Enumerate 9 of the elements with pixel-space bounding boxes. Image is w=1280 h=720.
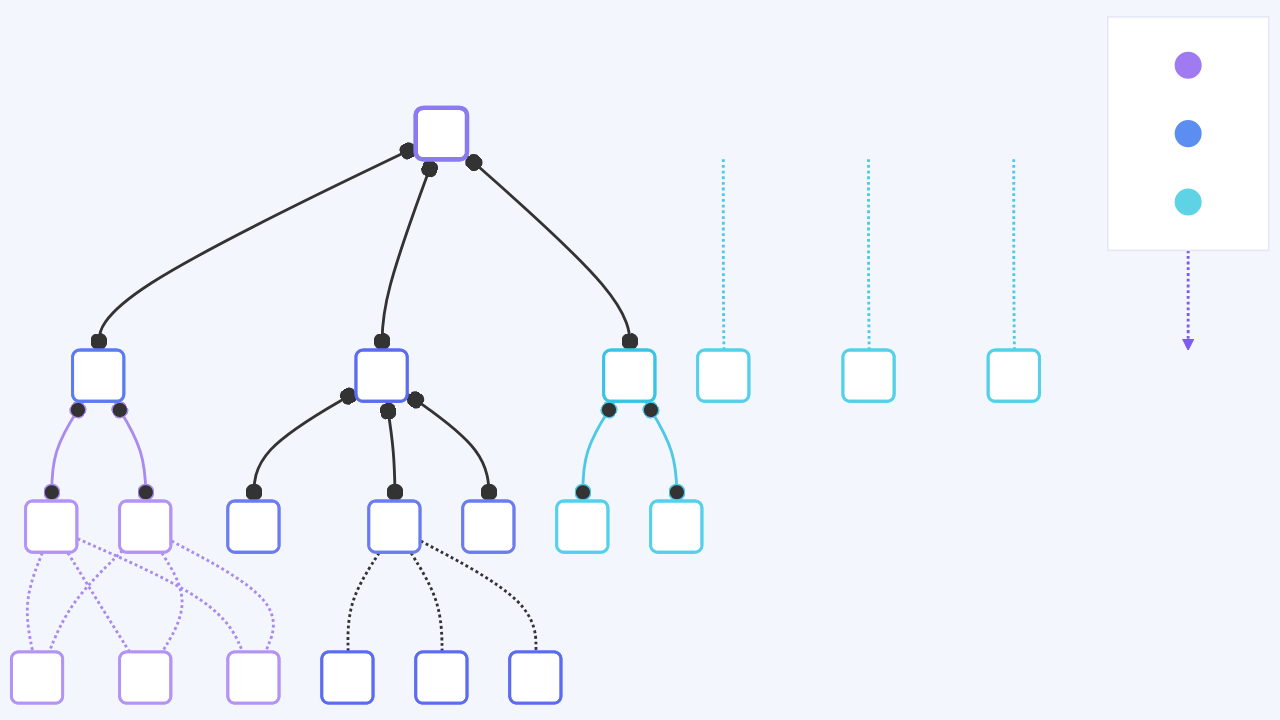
connector [465, 153, 639, 351]
node-circle [1174, 120, 1202, 148]
cluster [1107, 16, 1270, 252]
connector [1012, 159, 1016, 351]
connector [867, 159, 871, 351]
arrow [1181, 250, 1195, 351]
node-circle [1174, 51, 1202, 79]
node-circle [1174, 188, 1202, 216]
connector [721, 159, 726, 351]
